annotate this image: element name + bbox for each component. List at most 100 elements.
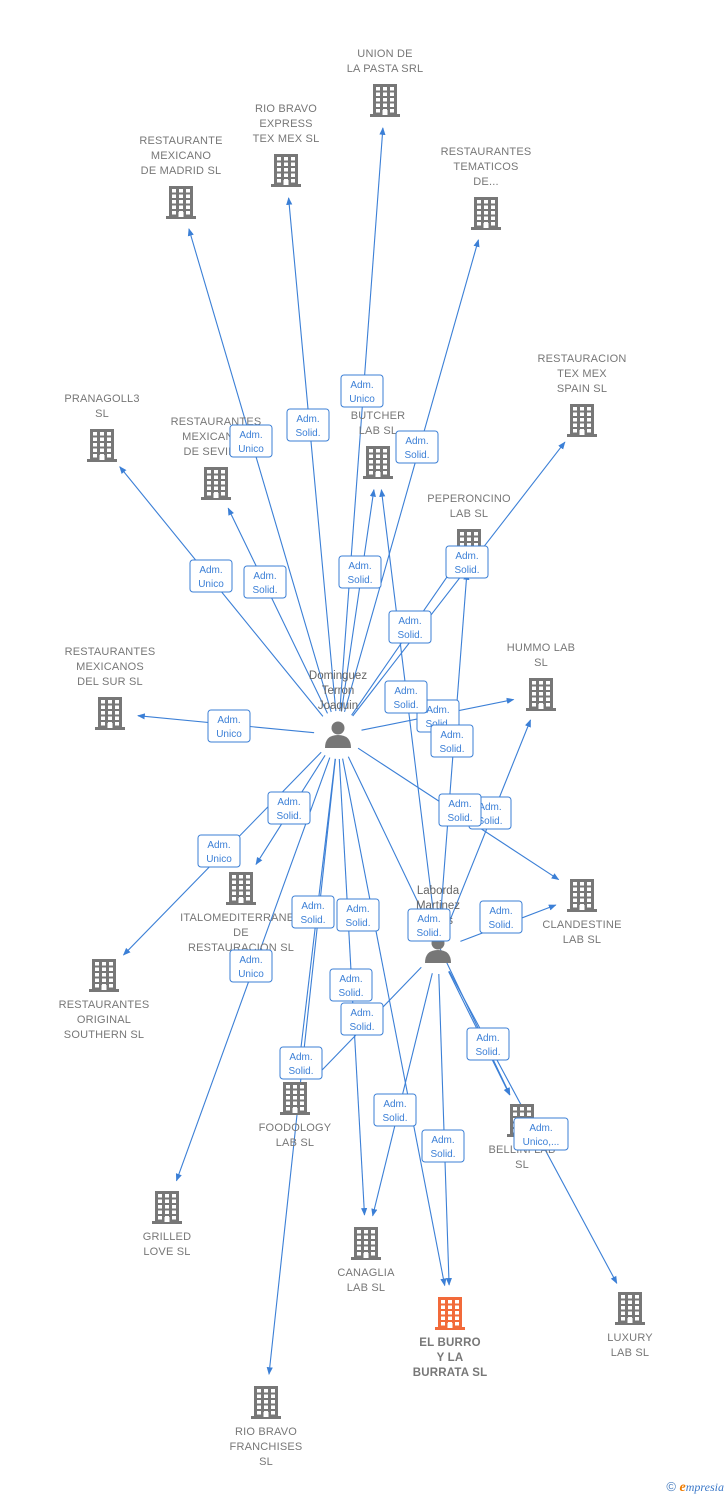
building-icon	[370, 84, 400, 117]
edge-p1-c3	[187, 228, 332, 713]
company-label-line: DE MADRID SL	[141, 165, 222, 177]
role-badge-text: Adm.	[296, 414, 319, 425]
role-badge-text: Solid.	[439, 744, 464, 755]
building-icon	[526, 678, 556, 711]
role-badge[interactable]: Adm.Unico	[207, 709, 251, 743]
role-badge[interactable]: Adm.Unico	[229, 949, 273, 983]
role-badge[interactable]: Adm.Solid.	[267, 791, 311, 825]
role-badge-text: Solid.	[382, 1113, 407, 1124]
role-badge[interactable]: Adm.Solid.	[384, 680, 428, 714]
company-label-line: EXPRESS	[259, 118, 312, 130]
role-badge[interactable]: Adm.Solid.	[336, 898, 380, 932]
role-badge-text: Solid.	[454, 565, 479, 576]
role-badge-text: Adm.	[217, 715, 240, 726]
role-badge[interactable]: Adm.Solid.	[340, 1002, 384, 1036]
role-badge[interactable]: Adm.Solid.	[286, 408, 330, 442]
company-label-line: LUXURY	[607, 1332, 653, 1344]
company-label-line: RESTAURANTES	[65, 646, 156, 658]
role-badge-text: Solid.	[488, 920, 513, 931]
person-label-line: Laborda	[417, 885, 460, 897]
role-badge[interactable]: Adm.Unico,...	[513, 1117, 569, 1151]
role-badge[interactable]: Adm.Solid.	[430, 724, 474, 758]
company-label-line: RIO BRAVO	[235, 1426, 297, 1438]
edges-layer	[119, 127, 618, 1375]
company-label-line: RESTAURACION	[538, 353, 627, 365]
building-icon	[567, 879, 597, 912]
role-badge[interactable]: Adm.Solid.	[388, 610, 432, 644]
role-badge-text: Adm.	[348, 561, 371, 572]
building-icon	[363, 446, 393, 479]
role-badge-text: Adm.	[529, 1123, 552, 1134]
company-label-line: SL	[95, 408, 109, 420]
role-badge[interactable]: Adm.Solid.	[329, 968, 373, 1002]
role-badge[interactable]: Adm.Unico	[189, 559, 233, 593]
building-icon	[166, 186, 196, 219]
role-badge[interactable]: Adm.Solid.	[479, 900, 523, 934]
role-badge[interactable]: Adm.Solid.	[291, 895, 335, 929]
role-badge[interactable]: Adm.Solid.	[338, 555, 382, 589]
role-badge[interactable]: Adm.Solid.	[395, 430, 439, 464]
role-badge-text: Adm.	[426, 705, 449, 716]
company-label-line: LAB SL	[450, 508, 489, 520]
role-badge-text: Adm.	[239, 430, 262, 441]
role-badge[interactable]: Adm.Solid.	[243, 565, 287, 599]
role-badge[interactable]: Adm.Solid.	[445, 545, 489, 579]
role-badge-text: Solid.	[416, 928, 441, 939]
role-badge[interactable]: Adm.Solid.	[466, 1027, 510, 1061]
role-badge[interactable]: Adm.Solid.	[279, 1046, 323, 1080]
role-badge[interactable]: Adm. Solid.	[373, 1093, 417, 1127]
building-icon	[251, 1386, 281, 1419]
edge-p1-c1	[339, 127, 386, 712]
role-badge-text: Adm.	[383, 1099, 406, 1110]
role-badge[interactable]: Adm.Solid.	[407, 908, 451, 942]
role-badge-text: Unico	[238, 444, 264, 455]
role-badge-text: Adm.	[398, 616, 421, 627]
role-badge[interactable]: Adm.Unico	[340, 374, 384, 408]
role-badge-text: Solid.	[447, 813, 472, 824]
role-badge-text: Adm.	[476, 1033, 499, 1044]
person-label-line: Joaquin	[318, 700, 358, 712]
role-badge[interactable]: Adm.Unico	[197, 834, 241, 868]
building-icon	[567, 404, 597, 437]
company-label-line: TEMATICOS	[453, 161, 518, 173]
role-badge[interactable]: Adm.Solid.	[421, 1129, 465, 1163]
company-label-line: MEXICANOS	[76, 661, 144, 673]
company-label-line: BURRATA SL	[413, 1367, 488, 1379]
company-label-line: RESTAURANTE	[139, 135, 222, 147]
role-badge-text: Solid.	[338, 988, 363, 999]
person-label-line: Terron	[322, 685, 355, 697]
building-icon	[201, 467, 231, 500]
footer-brand[interactable]: © empresia	[666, 1479, 724, 1496]
role-badge-text: Adm.	[405, 436, 428, 447]
role-badge-text: Unico	[198, 579, 224, 590]
role-badge-text: Adm.	[239, 955, 262, 966]
edge-p1-c7	[227, 507, 328, 714]
role-badge-text: Adm.	[431, 1135, 454, 1146]
building-icon	[89, 959, 119, 992]
role-badge[interactable]: Adm. Unico	[229, 424, 273, 458]
company-label-line: TEX MEX SL	[253, 133, 320, 145]
company-label-line: LA PASTA SRL	[347, 63, 424, 75]
company-node-c4[interactable]: RESTAURANTESTEMATICOSDE...	[441, 146, 532, 230]
role-badge[interactable]: Adm.Solid.	[438, 793, 482, 827]
building-icon	[95, 697, 125, 730]
company-label-line: DE...	[473, 176, 498, 188]
